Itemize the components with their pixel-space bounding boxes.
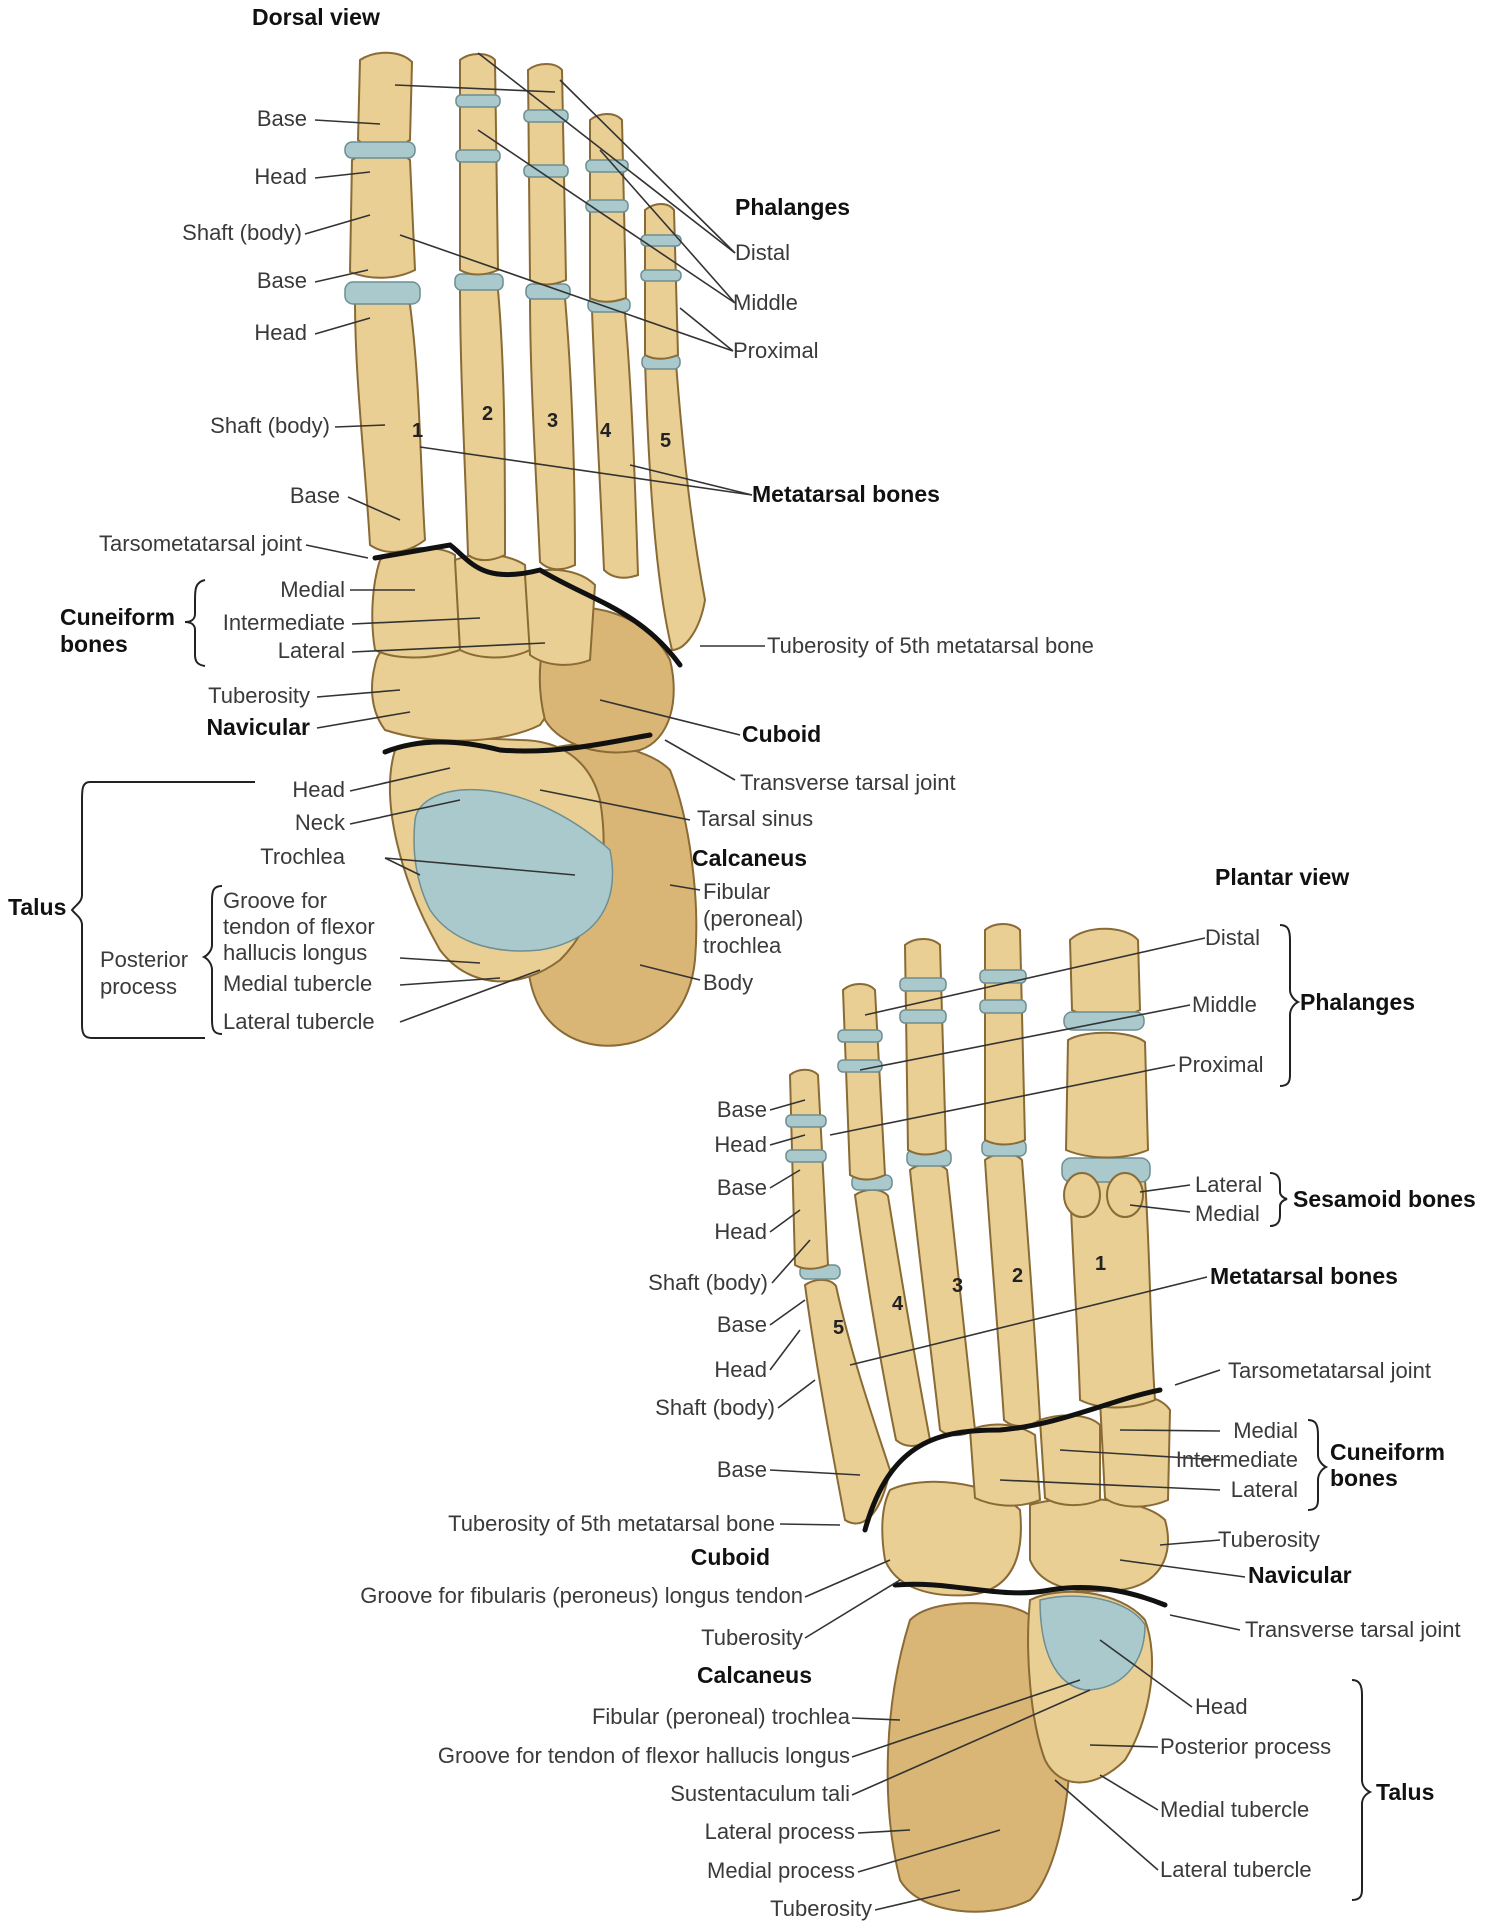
label-plantar-cuneiform-lateral: Lateral xyxy=(1231,1477,1298,1502)
label-talus-medial-tubercle: Medial tubercle xyxy=(223,971,372,996)
dorsal-view-title: Dorsal view xyxy=(252,4,380,30)
label-plantar-metatarsal-number-2: 2 xyxy=(1012,1265,1023,1287)
label-navicular-tuberosity: Tuberosity xyxy=(208,683,310,708)
label-hallux-shaft: Shaft (body) xyxy=(182,220,302,245)
label-plantar-5th-middle-head: Head xyxy=(714,1219,767,1244)
label-plantar-cuneiform-intermediate: Intermediate xyxy=(1176,1447,1298,1472)
label-plantar-5th-distal-base: Base xyxy=(717,1097,767,1122)
label-cuneiform-intermediate: Intermediate xyxy=(223,610,345,635)
label-plantar-talus-lateral-tubercle: Lateral tubercle xyxy=(1160,1857,1312,1882)
label-plantar-metatarsal-number-3: 3 xyxy=(952,1275,963,1297)
label-metatarsal-heading: Metatarsal bones xyxy=(752,481,940,507)
label-tuberosity-5th-metatarsal: Tuberosity of 5th metatarsal bone xyxy=(767,633,1094,658)
plantar-foot-drawing xyxy=(785,923,1172,1913)
label-hallux-proximal-base: Base xyxy=(257,268,307,293)
label-plantar-talus-heading: Talus xyxy=(1376,1779,1434,1805)
label-talus-trochlea: Trochlea xyxy=(260,844,346,869)
label-phalanges-proximal: Proximal xyxy=(733,338,819,363)
label-plantar-5th-proximal-base: Base xyxy=(717,1312,767,1337)
label-metatarsal-number-2: 2 xyxy=(482,403,493,425)
label-tarsometatarsal-joint: Tarsometatarsal joint xyxy=(99,531,302,556)
label-talus-heading: Talus xyxy=(8,894,66,920)
label-fibular-trochlea: Fibular(peroneal)trochlea xyxy=(703,879,803,958)
label-phalanges-distal: Distal xyxy=(735,240,790,265)
label-talus-lateral-tubercle: Lateral tubercle xyxy=(223,1009,375,1034)
label-plantar-metatarsal-number-1: 1 xyxy=(1095,1253,1106,1275)
label-plantar-metatarsal-number-4: 4 xyxy=(892,1293,904,1315)
label-metatarsal-number-3: 3 xyxy=(547,410,558,432)
label-sesamoid-medial: Medial xyxy=(1195,1201,1260,1226)
label-plantar-lateral-process: Lateral process xyxy=(705,1819,855,1844)
label-plantar-5th-metatarsal-base: Base xyxy=(717,1457,767,1482)
dorsal-labels: Dorsal view Base Head Shaft (body) Base … xyxy=(8,4,1094,1034)
label-hallux-proximal-head: Head xyxy=(254,320,307,345)
label-phalanges-heading: Phalanges xyxy=(735,194,850,220)
label-plantar-tarsometatarsal-joint: Tarsometatarsal joint xyxy=(1228,1358,1431,1383)
label-calcaneus-body: Body xyxy=(703,970,753,995)
label-metatarsal-number-1: 1 xyxy=(412,420,423,442)
label-plantar-fibular-trochlea: Fibular (peroneal) trochlea xyxy=(592,1704,851,1729)
plantar-leaders xyxy=(769,937,1246,1911)
label-tarsal-sinus: Tarsal sinus xyxy=(697,806,813,831)
label-plantar-5th-metatarsal-shaft: Shaft (body) xyxy=(655,1395,775,1420)
label-plantar-calcaneus-tuberosity: Tuberosity xyxy=(770,1896,872,1921)
label-plantar-cuboid-tuberosity: Tuberosity xyxy=(701,1625,803,1650)
label-plantar-talus-head: Head xyxy=(1195,1694,1248,1719)
label-cuneiform-medial: Medial xyxy=(280,577,345,602)
label-phalanges-middle: Middle xyxy=(733,290,798,315)
dorsal-foot-drawing xyxy=(344,51,707,1047)
label-navicular-heading: Navicular xyxy=(206,714,310,740)
label-plantar-phalanges-middle: Middle xyxy=(1192,992,1257,1017)
label-sesamoid-lateral: Lateral xyxy=(1195,1172,1262,1197)
label-transverse-tarsal-joint: Transverse tarsal joint xyxy=(740,770,956,795)
label-hallux-distal-head: Head xyxy=(254,164,307,189)
label-plantar-navicular-tuberosity: Tuberosity xyxy=(1218,1527,1320,1552)
plantar-labels: Plantar view Distal Middle Proximal Phal… xyxy=(360,864,1475,1921)
label-metatarsal-base: Base xyxy=(290,483,340,508)
label-plantar-cuboid-groove: Groove for fibularis (peroneus) longus t… xyxy=(360,1583,803,1608)
label-plantar-sustentaculum-tali: Sustentaculum tali xyxy=(670,1781,850,1806)
label-talus-head: Head xyxy=(292,777,345,802)
label-plantar-5th-proximal-shaft: Shaft (body) xyxy=(648,1270,768,1295)
label-plantar-talus-medial-tubercle: Medial tubercle xyxy=(1160,1797,1309,1822)
label-plantar-cuneiform-medial: Medial xyxy=(1233,1418,1298,1443)
label-plantar-5th-proximal-head: Head xyxy=(714,1357,767,1382)
label-plantar-5th-middle-base: Base xyxy=(717,1175,767,1200)
label-plantar-calcaneus-heading: Calcaneus xyxy=(697,1662,812,1688)
label-plantar-navicular-heading: Navicular xyxy=(1248,1562,1352,1588)
dorsal-braces xyxy=(70,579,255,1039)
plantar-view-title: Plantar view xyxy=(1215,864,1349,890)
label-plantar-5th-distal-head: Head xyxy=(714,1132,767,1157)
label-hallux-distal-base: Base xyxy=(257,106,307,131)
label-plantar-groove-flexor-hallucis: Groove for tendon of flexor hallucis lon… xyxy=(438,1743,850,1768)
label-plantar-medial-process: Medial process xyxy=(707,1858,855,1883)
label-metatarsal-number-4: 4 xyxy=(600,420,612,442)
plantar-braces xyxy=(1269,924,1373,1901)
label-cuboid-heading: Cuboid xyxy=(742,721,821,747)
label-cuneiform-lateral: Lateral xyxy=(278,638,345,663)
label-plantar-metatarsal-number-5: 5 xyxy=(833,1317,844,1339)
label-plantar-phalanges-proximal: Proximal xyxy=(1178,1052,1264,1077)
label-talus-neck: Neck xyxy=(295,810,346,835)
label-sesamoid-heading: Sesamoid bones xyxy=(1293,1186,1476,1212)
label-plantar-transverse-tarsal-joint: Transverse tarsal joint xyxy=(1245,1617,1461,1642)
label-plantar-tuberosity-5th: Tuberosity of 5th metatarsal bone xyxy=(448,1511,775,1536)
dorsal-leaders xyxy=(304,52,765,1023)
label-plantar-metatarsal-heading: Metatarsal bones xyxy=(1210,1263,1398,1289)
label-plantar-cuboid-heading: Cuboid xyxy=(691,1544,770,1570)
label-plantar-talus-posterior-process: Posterior process xyxy=(1160,1734,1331,1759)
label-metatarsal-shaft: Shaft (body) xyxy=(210,413,330,438)
label-plantar-phalanges-heading: Phalanges xyxy=(1300,989,1415,1015)
label-calcaneus-heading: Calcaneus xyxy=(692,845,807,871)
label-plantar-phalanges-distal: Distal xyxy=(1205,925,1260,950)
label-metatarsal-number-5: 5 xyxy=(660,430,671,452)
